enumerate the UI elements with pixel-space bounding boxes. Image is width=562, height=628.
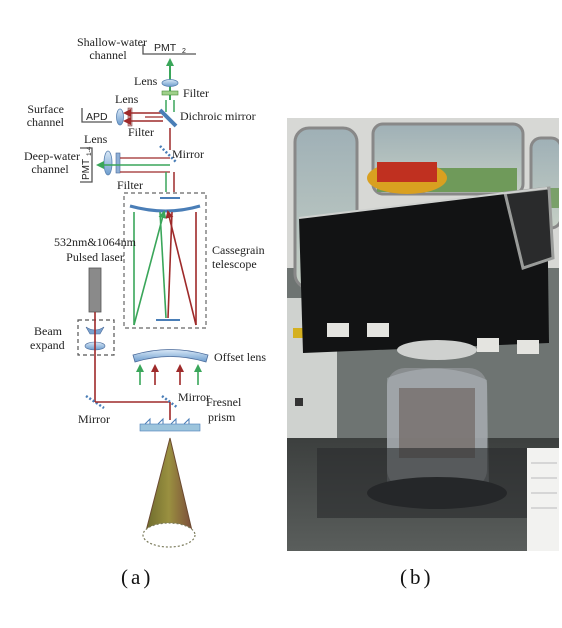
offset-lens-label: Offset lens: [214, 350, 266, 364]
shallow-channel-label-2: channel: [89, 48, 127, 62]
apd-detector: APD: [81, 108, 112, 123]
filter-top-label: Filter: [183, 86, 209, 100]
offset-lens-icon: [132, 349, 209, 363]
mirror-upper-label: Mirror: [172, 147, 204, 161]
surface-channel-label-2: channel: [27, 115, 65, 129]
lens-mid-icon: [116, 108, 124, 126]
lens-low-label: Lens: [84, 132, 108, 146]
apd-label: APD: [86, 111, 108, 123]
lens-top-icon: [161, 79, 179, 87]
filter-mid-label: Filter: [128, 125, 154, 139]
fresnel-prism-icon: [139, 417, 201, 432]
filter-top-icon: [161, 90, 179, 96]
cassegrain-label-1: Cassegrain: [212, 243, 265, 257]
laser-label-1: 532nm&1064nm: [54, 235, 137, 249]
mirror-left-label: Mirror: [78, 412, 110, 426]
scan-footprint: [142, 522, 196, 548]
deep-channel-label-2: channel: [31, 162, 69, 176]
mirror-right-label: Mirror: [178, 390, 210, 404]
lens-low-icon: [103, 150, 113, 176]
pmt2-label: PMT: [154, 42, 177, 54]
primary-mirror-icon: [129, 204, 201, 213]
filter-low-icon: [115, 152, 121, 174]
pmt14-detector: PMT 1-4: [80, 146, 93, 183]
deep-channel-label-1: Deep-water: [24, 149, 80, 163]
pmt14-label: PMT: [81, 159, 92, 180]
dichroic-mirror-icon: [158, 108, 178, 128]
beam-expand-label-1: Beam: [34, 324, 63, 338]
pmt14-subscript: 1-4: [86, 146, 93, 156]
pmt2-subscript: 2: [182, 48, 186, 55]
caption-a: (a): [121, 565, 154, 589]
filter-mid-icon: [127, 107, 133, 127]
cassegrain-label-2: telescope: [212, 257, 257, 271]
pmt2-detector: PMT 2: [142, 42, 196, 55]
fresnel-label-2: prism: [208, 410, 236, 424]
beam-expand-label-2: expand: [30, 338, 65, 352]
scan-cone: [144, 437, 194, 536]
cassegrain-telescope-box: [123, 192, 207, 329]
fresnel-label-1: Fresnel: [206, 395, 242, 409]
shallow-channel-label-1: Shallow-water: [77, 35, 147, 49]
pulsed-laser-icon: [88, 267, 102, 313]
caption-b: (b): [400, 565, 434, 589]
surface-channel-label-1: Surface: [27, 102, 64, 116]
lidar-instrument-photo: [287, 118, 559, 551]
lens-top-label: Lens: [134, 74, 158, 88]
laser-label-2: Pulsed laser: [66, 250, 124, 264]
dichroic-mirror-label: Dichroic mirror: [180, 109, 256, 123]
lens-mid-label: Lens: [115, 92, 139, 106]
lidar-schematic: Shallow-water channel PMT 2 Lens Filter …: [24, 35, 266, 548]
filter-low-label: Filter: [117, 178, 143, 192]
beam-expander-box: [77, 319, 115, 356]
